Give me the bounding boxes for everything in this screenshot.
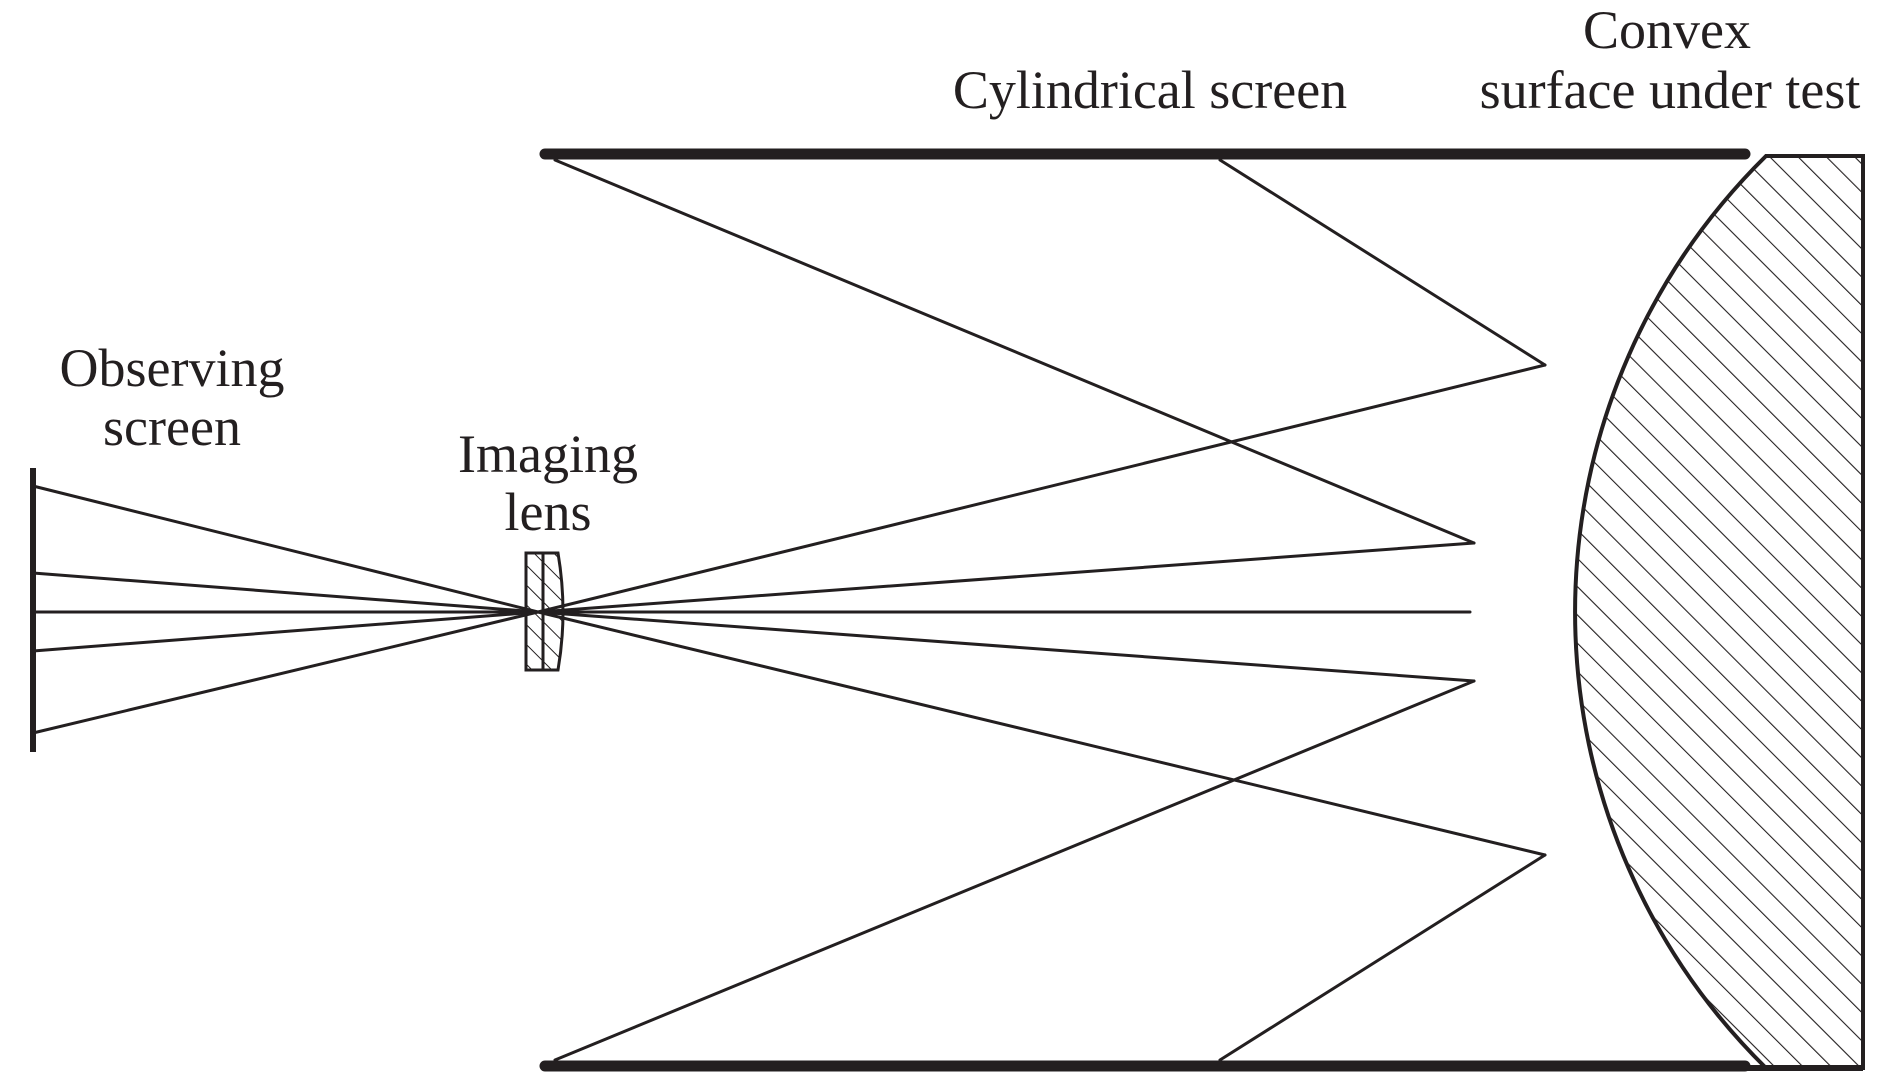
observing-screen-label-line2: screen <box>103 397 241 457</box>
convex-surface-label-line1: Convex <box>1583 0 1751 60</box>
imaging-lens-label-line2: lens <box>505 482 592 542</box>
observing-screen-label-line1: Observing <box>60 338 285 398</box>
rays-object-side <box>536 363 1547 857</box>
convex-surface-under-test <box>1573 154 1865 1070</box>
rays-image-side <box>31 484 540 735</box>
cylindrical-screen-label: Cylindrical screen <box>953 60 1347 120</box>
rays-screen-side <box>553 158 1547 1062</box>
imaging-lens-label-line1: Imaging <box>458 424 638 484</box>
convex-surface-label-line2: surface under test <box>1480 60 1861 120</box>
imaging-lens <box>524 551 565 672</box>
